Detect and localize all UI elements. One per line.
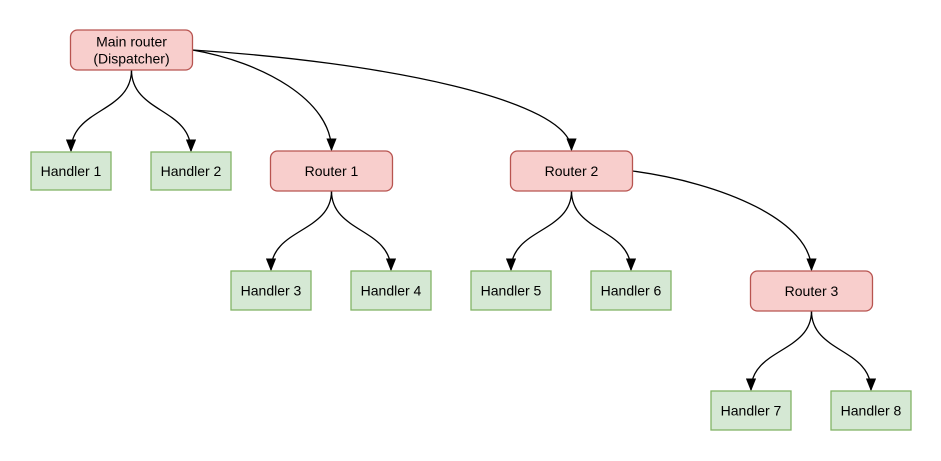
- node-router3-label: Router 3: [785, 283, 839, 299]
- node-handler1-box: [30, 151, 112, 191]
- node-main-label-line: Main router: [96, 34, 167, 50]
- node-handler2-box: [150, 151, 232, 191]
- node-handler4-label-line: Handler 4: [361, 283, 422, 299]
- node-handler5-label-line: Handler 5: [481, 283, 542, 299]
- node-handler4: Handler 4: [350, 270, 432, 311]
- node-main-box: [69, 29, 194, 71]
- node-main: Main router(Dispatcher): [69, 29, 194, 71]
- node-handler8-label-line: Handler 8: [841, 403, 902, 419]
- node-handler7: Handler 7: [710, 390, 792, 431]
- node-handler2-label-line: Handler 2: [161, 163, 222, 179]
- node-router2-label-line: Router 2: [545, 163, 599, 179]
- node-handler8: Handler 8: [830, 390, 912, 431]
- node-handler1-label: Handler 1: [41, 163, 102, 179]
- edge-main-to-router2: [192, 49, 577, 152]
- edge-router1-to-handler3: [265, 190, 333, 272]
- edge-router2-to-router3: [632, 170, 817, 272]
- node-handler5-box: [470, 270, 552, 311]
- node-handler2-label: Handler 2: [161, 163, 222, 179]
- edge-router3-to-handler8: [810, 310, 877, 392]
- node-handler2: Handler 2: [150, 151, 232, 191]
- node-handler7-box: [710, 390, 792, 431]
- node-handler7-label: Handler 7: [721, 403, 782, 419]
- node-router3: Router 3: [749, 270, 874, 312]
- edge-router3-to-handler7: [745, 310, 813, 392]
- edges-layer: [65, 49, 877, 392]
- node-handler3-label-line: Handler 3: [241, 283, 302, 299]
- node-router1-label: Router 1: [305, 163, 359, 179]
- node-handler6-label-line: Handler 6: [601, 283, 662, 299]
- node-router3-box: [749, 270, 874, 312]
- node-router2-box: [509, 150, 634, 192]
- node-handler8-box: [830, 390, 912, 431]
- edge-main-to-handler2: [130, 69, 197, 153]
- nodes-layer: Main router(Dispatcher) Handler 1 Handler …: [30, 29, 912, 431]
- node-router3-label-line: Router 3: [785, 283, 839, 299]
- node-handler4-box: [350, 270, 432, 311]
- node-handler8-label: Handler 8: [841, 403, 902, 419]
- node-handler5: Handler 5: [470, 270, 552, 311]
- node-main-label: Main router(Dispatcher): [93, 34, 169, 67]
- node-handler3-label: Handler 3: [241, 283, 302, 299]
- node-main-label-line: (Dispatcher): [93, 51, 169, 67]
- node-handler1-label-line: Handler 1: [41, 163, 102, 179]
- node-handler6-box: [590, 270, 672, 311]
- node-router2: Router 2: [509, 150, 634, 192]
- node-handler1: Handler 1: [30, 151, 112, 191]
- edge-router1-to-handler4: [330, 190, 397, 272]
- edge-router2-to-handler5: [505, 190, 573, 272]
- node-router1-box: [269, 150, 394, 192]
- node-handler3-box: [230, 270, 312, 311]
- node-handler6: Handler 6: [590, 270, 672, 311]
- node-handler7-label-line: Handler 7: [721, 403, 782, 419]
- node-handler3: Handler 3: [230, 270, 312, 311]
- edge-router2-to-handler6: [570, 190, 637, 272]
- node-handler5-label: Handler 5: [481, 283, 542, 299]
- node-handler6-label: Handler 6: [601, 283, 662, 299]
- edge-main-to-router1: [192, 49, 337, 152]
- node-router1-label-line: Router 1: [305, 163, 359, 179]
- node-router2-label: Router 2: [545, 163, 599, 179]
- edge-main-to-handler1: [65, 69, 133, 153]
- node-handler4-label: Handler 4: [361, 283, 422, 299]
- node-router1: Router 1: [269, 150, 394, 192]
